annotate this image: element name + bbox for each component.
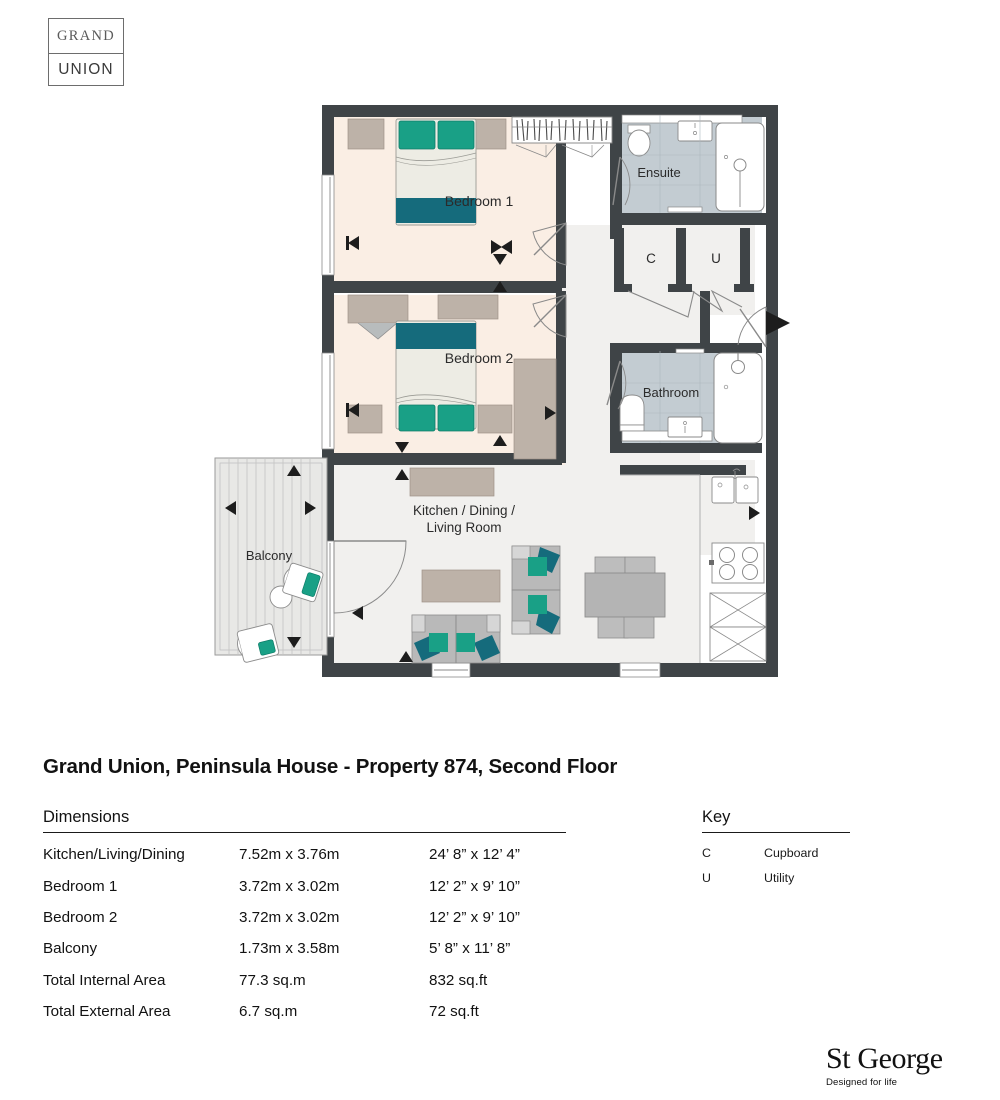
table-row: Total External Area 6.7 sq.m 72 sq.ft (43, 996, 566, 1027)
entrance-door (737, 306, 790, 348)
sofa-vertical (511, 545, 561, 635)
room-label-kitchen-line2: Living Room (426, 520, 501, 535)
dimension-metric: 3.72m x 3.02m (239, 877, 340, 895)
bedroom-2-furniture (346, 294, 567, 480)
st-george-name: St George (826, 1042, 943, 1075)
room-label-bedroom-1: Bedroom 1 (445, 193, 514, 209)
st-george-tagline: Designed for life (826, 1077, 898, 1088)
logo-line-union: UNION (58, 61, 114, 78)
dimension-imperial: 832 sq.ft (429, 971, 488, 989)
dimension-metric: 7.52m x 3.76m (239, 846, 340, 864)
room-label-utility: U (711, 251, 721, 266)
balcony-area (214, 457, 328, 663)
dimension-metric: 1.73m x 3.58m (239, 940, 340, 958)
dimension-imperial: 12’ 2” x 9’ 10” (429, 908, 520, 926)
table-row: Bedroom 1 3.72m x 3.02m 12’ 2” x 9’ 10” (43, 870, 566, 901)
key-table: C Cupboard U Utility (702, 840, 850, 890)
dimensions-section: Dimensions Kitchen/Living/Dining 7.52m x… (43, 808, 566, 1027)
dimension-metric: 3.72m x 3.02m (239, 908, 340, 926)
closet-doors (627, 289, 743, 318)
dimension-metric: 6.7 sq.m (239, 1003, 298, 1021)
dimensions-table: Kitchen/Living/Dining 7.52m x 3.76m 24’ … (43, 839, 566, 1027)
table-row: Total Internal Area 77.3 sq.m 832 sq.ft (43, 965, 566, 996)
dimensions-heading: Dimensions (43, 808, 130, 826)
dimension-imperial: 5’ 8” x 11’ 8” (429, 940, 511, 958)
dimension-room: Bedroom 2 (43, 908, 118, 926)
key-heading: Key (702, 808, 731, 826)
table-row: Balcony 1.73m x 3.58m 5’ 8” x 11’ 8” (43, 933, 566, 964)
key-section: Key C Cupboard U Utility (702, 808, 850, 890)
bathroom-fixtures (606, 348, 763, 444)
floor-plan: Bedroom 1 Bedroom 2 Ensuite Bathroom Kit… (0, 95, 1000, 715)
bedroom-1-furniture (346, 116, 613, 292)
dining-set (584, 556, 666, 639)
key-symbol: U (702, 870, 711, 885)
table-row: Kitchen/Living/Dining 7.52m x 3.76m 24’ … (43, 839, 566, 870)
list-item: U Utility (702, 865, 850, 890)
dimensions-rule (43, 832, 566, 833)
dimension-imperial: 12’ 2” x 9’ 10” (429, 877, 520, 895)
room-label-balcony: Balcony (246, 548, 293, 563)
balcony-door (333, 540, 407, 614)
room-label-bathroom: Bathroom (643, 385, 699, 400)
room-label-ensuite: Ensuite (637, 165, 680, 180)
list-item: C Cupboard (702, 840, 850, 865)
room-label-bedroom-2: Bedroom 2 (445, 350, 514, 366)
table-row: Bedroom 2 3.72m x 3.02m 12’ 2” x 9’ 10” (43, 902, 566, 933)
dimension-room: Bedroom 1 (43, 877, 118, 895)
ensuite-fixtures (612, 114, 765, 213)
room-label-kitchen-line1: Kitchen / Dining / (413, 503, 515, 518)
living-room-furniture (352, 467, 748, 664)
dimension-room: Kitchen/Living/Dining (43, 846, 185, 864)
room-label-cupboard: C (646, 251, 656, 266)
page-title: Grand Union, Peninsula House - Property … (43, 755, 618, 778)
key-meaning: Cupboard (764, 845, 819, 860)
balcony-chair (236, 623, 280, 663)
dimension-metric: 77.3 sq.m (239, 971, 306, 989)
dimension-room: Total Internal Area (43, 971, 166, 989)
key-rule (702, 832, 850, 833)
dimension-room: Balcony (43, 940, 98, 958)
grand-union-logo: GRAND UNION (48, 18, 124, 86)
dimension-imperial: 24’ 8” x 12’ 4” (429, 846, 520, 864)
balcony-chair (282, 562, 324, 603)
st-george-logo: St George Designed for life (826, 1042, 966, 1089)
key-meaning: Utility (764, 870, 795, 885)
key-symbol: C (702, 845, 711, 860)
dimension-imperial: 72 sq.ft (429, 1003, 479, 1021)
kitchen-fittings (620, 468, 767, 663)
sofa-horizontal (411, 614, 501, 664)
logo-line-grand: GRAND (49, 19, 123, 54)
dimension-room: Total External Area (43, 1003, 171, 1021)
